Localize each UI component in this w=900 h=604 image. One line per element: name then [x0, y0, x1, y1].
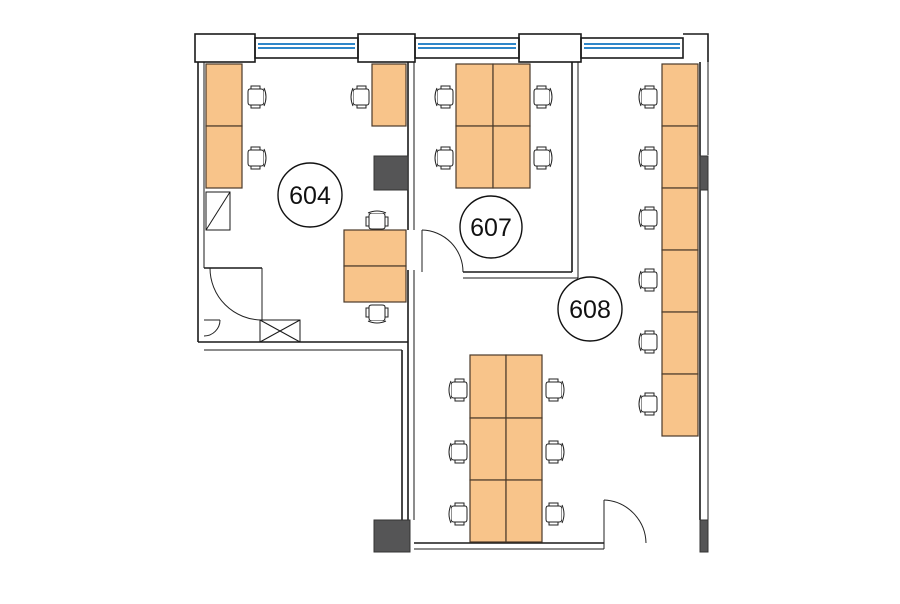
desk [343, 265, 407, 303]
chair-icon [545, 378, 565, 402]
window-1 [254, 37, 359, 59]
ventilation-shaft-icon [259, 319, 301, 343]
chair-icon [365, 210, 389, 230]
chair-icon [545, 502, 565, 526]
chair-icon [638, 146, 658, 170]
desk [455, 63, 494, 127]
desk [205, 125, 243, 189]
chair-icon [448, 378, 468, 402]
door-604 [203, 267, 263, 337]
desk [661, 311, 699, 375]
interior-walls [197, 62, 709, 550]
chair-icon [247, 146, 267, 170]
room-label-608: 608 [557, 276, 623, 342]
room-label-607: 607 [459, 195, 523, 259]
door-607 [421, 229, 464, 273]
chairs [247, 85, 658, 526]
desk [661, 187, 699, 251]
column [373, 155, 409, 191]
desk [455, 125, 494, 189]
desk [343, 229, 407, 267]
chair-icon [638, 330, 658, 354]
desk [661, 373, 699, 437]
chair-icon [533, 85, 553, 109]
desk [661, 63, 699, 127]
window-2 [414, 37, 520, 59]
room-label-604: 604 [277, 162, 343, 228]
chair-icon [448, 502, 468, 526]
svg-text:607: 607 [470, 214, 512, 242]
desk [469, 417, 507, 481]
desks [205, 63, 699, 543]
svg-text:608: 608 [569, 296, 611, 324]
desk [661, 125, 699, 189]
svg-text:604: 604 [289, 182, 331, 210]
desk [205, 63, 243, 127]
desk [371, 63, 407, 127]
column [699, 155, 709, 191]
doors [203, 229, 647, 549]
chair-icon [247, 85, 267, 109]
chair-icon [365, 304, 389, 324]
column [373, 519, 411, 553]
desk [661, 249, 699, 313]
window-3 [580, 37, 684, 59]
desk [505, 417, 543, 481]
windows [254, 37, 684, 59]
chair-icon [638, 206, 658, 230]
chair-icon [448, 440, 468, 464]
columns [373, 155, 709, 553]
column [699, 519, 709, 553]
desk [492, 125, 531, 189]
chair-icon [434, 146, 454, 170]
desk [469, 354, 507, 419]
chair-icon [434, 85, 454, 109]
desk [505, 479, 543, 543]
chair-icon [350, 85, 370, 109]
desk [505, 354, 543, 419]
chair-icon [638, 392, 658, 416]
chair-icon [638, 268, 658, 292]
desk [492, 63, 531, 127]
chair-icon [533, 146, 553, 170]
desk [469, 479, 507, 543]
door-608 [603, 499, 647, 549]
chair-icon [638, 85, 658, 109]
chair-icon [545, 440, 565, 464]
cabinet-icon [205, 191, 231, 231]
